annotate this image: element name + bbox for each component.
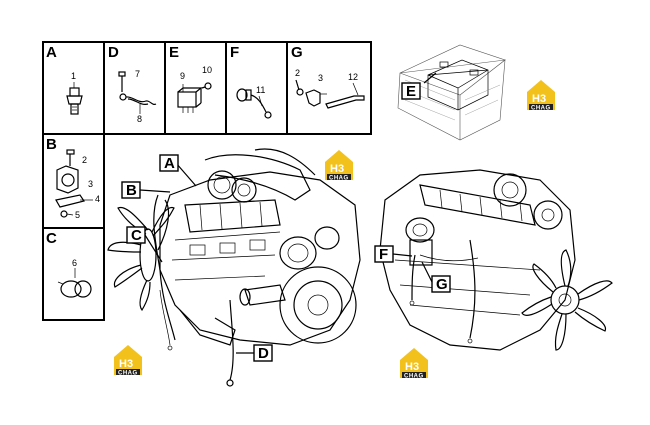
ground-strap-icon bbox=[119, 93, 157, 114]
callout-f: F bbox=[374, 245, 413, 263]
svg-text:CHAG: CHAG bbox=[531, 106, 551, 112]
panel-c: C 6 bbox=[46, 230, 92, 298]
panel-a: A 1 bbox=[46, 44, 83, 115]
battery-detail bbox=[397, 44, 507, 141]
panel-d-callout-7: 7 bbox=[135, 69, 140, 79]
callout-d-letter: D bbox=[258, 345, 269, 362]
panel-e-callout-9: 9 bbox=[180, 71, 185, 81]
relay-icon bbox=[177, 84, 203, 113]
bolt-icon bbox=[118, 71, 126, 92]
panel-d-callout-8: 8 bbox=[137, 114, 142, 124]
panel-grid bbox=[42, 41, 372, 321]
sensor-bracket-icon bbox=[55, 149, 93, 218]
panel-g: G 2 3 12 bbox=[291, 44, 365, 109]
panel-c-callout-6: 6 bbox=[72, 258, 77, 268]
svg-text:H3: H3 bbox=[119, 358, 133, 370]
panel-d-letter: D bbox=[108, 44, 119, 61]
svg-text:H3: H3 bbox=[532, 93, 546, 105]
panel-b-callout-5: 5 bbox=[75, 210, 80, 220]
callout-a-letter: A bbox=[164, 155, 175, 172]
callout-c-letter: C bbox=[131, 227, 142, 244]
panel-b-callout-3: 3 bbox=[88, 179, 93, 189]
callout-b: B bbox=[121, 181, 171, 199]
brand-logo: H3 CHAG bbox=[400, 348, 428, 380]
panel-g-callout-2: 2 bbox=[295, 68, 300, 78]
hose-clamp-icon bbox=[57, 268, 92, 298]
callout-g: G bbox=[421, 261, 451, 293]
callout-e: E bbox=[401, 82, 421, 100]
panel-f-callout-11: 11 bbox=[256, 85, 265, 95]
panel-b: B 2 3 4 5 bbox=[46, 136, 100, 220]
panel-c-letter: C bbox=[46, 230, 57, 247]
callout-g-letter: G bbox=[436, 276, 448, 293]
callout-f-letter: F bbox=[379, 246, 388, 263]
callout-a: A bbox=[159, 154, 197, 187]
clamp-bracket-icon bbox=[295, 79, 365, 109]
callout-d: D bbox=[236, 344, 273, 362]
brand-logo: H3 CHAG bbox=[114, 345, 142, 377]
panel-f-letter: F bbox=[230, 44, 239, 61]
sensor-harness-icon bbox=[236, 88, 272, 119]
callout-c: C bbox=[126, 226, 163, 263]
callout-b-letter: B bbox=[126, 182, 137, 199]
svg-text:CHAG: CHAG bbox=[329, 176, 349, 182]
panel-e: E 9 10 bbox=[169, 44, 212, 113]
fan-left bbox=[107, 206, 175, 312]
engine-right-view bbox=[379, 169, 613, 351]
panel-b-callout-4: 4 bbox=[95, 194, 100, 204]
panel-a-callout-1: 1 bbox=[71, 71, 76, 81]
engine-left-view bbox=[107, 148, 361, 387]
panel-g-callout-12: 12 bbox=[348, 72, 358, 82]
panel-e-callout-10: 10 bbox=[202, 65, 212, 75]
svg-text:CHAG: CHAG bbox=[404, 374, 424, 380]
svg-text:H3: H3 bbox=[330, 163, 344, 175]
svg-text:CHAG: CHAG bbox=[118, 371, 138, 377]
panel-b-letter: B bbox=[46, 136, 57, 153]
panel-f: F 11 bbox=[230, 44, 272, 119]
panel-a-letter: A bbox=[46, 44, 57, 61]
panel-g-callout-3: 3 bbox=[318, 73, 323, 83]
panel-e-letter: E bbox=[169, 44, 179, 61]
brand-logo: H3 CHAG bbox=[325, 150, 353, 182]
callout-e-letter: E bbox=[406, 83, 416, 100]
fan-right bbox=[521, 249, 613, 351]
panel-b-callout-2: 2 bbox=[82, 155, 87, 165]
temperature-sender-icon bbox=[66, 82, 83, 115]
svg-text:H3: H3 bbox=[405, 361, 419, 373]
brand-logo: H3 CHAG bbox=[527, 80, 555, 112]
panel-d: D 7 8 bbox=[108, 44, 157, 124]
screw-icon bbox=[201, 82, 212, 90]
panel-g-letter: G bbox=[291, 44, 303, 61]
